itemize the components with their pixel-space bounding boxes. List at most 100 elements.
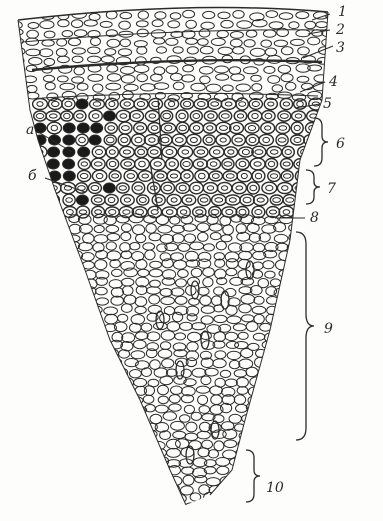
cell	[227, 496, 241, 504]
cell	[191, 268, 202, 277]
cell	[48, 147, 60, 157]
cell	[13, 57, 24, 65]
cell	[67, 439, 78, 447]
cell	[191, 412, 201, 420]
cell	[161, 137, 169, 142]
cell	[176, 279, 187, 287]
cell	[122, 333, 135, 343]
cell	[100, 21, 112, 27]
cell	[278, 422, 290, 431]
cell	[55, 376, 66, 385]
cell	[88, 47, 101, 54]
cell	[200, 67, 214, 75]
cell	[278, 431, 292, 438]
cell	[216, 495, 228, 504]
cell	[93, 102, 101, 107]
cell	[252, 113, 258, 118]
cell	[57, 340, 67, 349]
cell	[96, 150, 103, 155]
cell	[129, 459, 142, 469]
cell	[166, 66, 178, 74]
cell	[242, 149, 249, 154]
cell	[197, 505, 211, 513]
cell	[251, 75, 261, 81]
cell	[252, 146, 266, 158]
cell	[224, 147, 237, 157]
braces	[246, 118, 328, 502]
cell	[91, 158, 105, 170]
cell	[247, 182, 259, 194]
cell	[293, 458, 304, 466]
cell	[82, 253, 95, 261]
cell	[106, 225, 119, 232]
cell	[255, 492, 265, 502]
cell	[275, 359, 289, 369]
cell	[154, 171, 167, 181]
cell	[286, 198, 294, 203]
cell	[234, 370, 247, 377]
cell	[145, 475, 155, 484]
cell	[94, 349, 106, 357]
cell	[179, 185, 186, 191]
cell	[11, 29, 23, 35]
cell	[198, 232, 208, 241]
cell	[244, 475, 254, 484]
cell	[55, 287, 66, 297]
cell	[138, 269, 149, 276]
cell	[222, 485, 236, 495]
cell	[70, 460, 83, 467]
cell	[95, 260, 107, 270]
cell	[314, 243, 326, 252]
cell	[92, 368, 104, 375]
cell	[76, 99, 88, 109]
cell	[108, 422, 121, 430]
cell	[121, 195, 135, 206]
cell	[193, 159, 207, 169]
cell	[107, 233, 120, 240]
cell	[211, 395, 222, 405]
cell	[190, 122, 204, 133]
cell	[56, 269, 68, 276]
cell	[123, 494, 135, 504]
cell	[195, 170, 209, 182]
cell	[286, 377, 299, 384]
cell	[268, 171, 281, 182]
cell	[187, 342, 198, 351]
brace-10	[246, 450, 260, 502]
cell	[266, 450, 277, 458]
cell	[29, 58, 42, 65]
cell	[134, 41, 147, 47]
cell	[186, 198, 192, 202]
cell	[232, 134, 245, 146]
cell	[261, 122, 275, 133]
cell	[263, 137, 270, 142]
cell	[280, 306, 292, 314]
cell	[199, 29, 210, 37]
cell-texture	[9, 10, 344, 513]
cell	[117, 476, 130, 485]
cell	[65, 101, 72, 106]
cell	[254, 296, 264, 304]
cell	[305, 412, 317, 421]
cell	[83, 377, 95, 385]
cell	[166, 210, 173, 215]
cell	[176, 183, 190, 194]
cell	[135, 147, 148, 158]
cell	[187, 314, 197, 321]
cell	[199, 406, 210, 414]
cell	[304, 304, 315, 313]
cell	[287, 504, 298, 513]
cell	[162, 495, 176, 504]
cell	[190, 493, 201, 501]
cell	[119, 21, 131, 29]
cell	[274, 504, 286, 512]
cell	[94, 486, 105, 493]
cell	[209, 486, 222, 495]
cell	[293, 207, 306, 217]
cell	[183, 162, 190, 167]
cell	[55, 324, 68, 333]
cell	[265, 48, 276, 56]
cell	[198, 395, 208, 404]
cell	[234, 126, 240, 131]
cell	[196, 386, 209, 393]
